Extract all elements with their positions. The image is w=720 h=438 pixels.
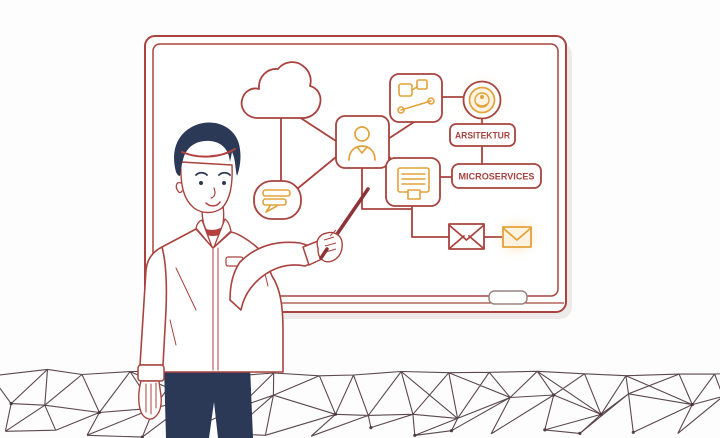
- collar-right: [213, 218, 232, 248]
- presenter-man: [137, 122, 325, 438]
- right-eye: [222, 181, 226, 185]
- marker-eraser: [488, 290, 528, 305]
- avatar-badge-icon: [462, 80, 502, 120]
- presenter-left-arm: [139, 246, 168, 366]
- collar-left: [195, 219, 213, 248]
- presenter-right-sleeve: [229, 241, 316, 311]
- workflow-icon: [397, 79, 435, 114]
- architecture-diagram: ARSITEKTUR MICROSERVICES: [240, 61, 542, 250]
- nose: [210, 187, 216, 199]
- floor-mesh-pattern: [0, 368, 720, 438]
- document-server-icon-box: [385, 157, 441, 207]
- chat-bubble-icon: [253, 180, 302, 220]
- left-hand: [138, 380, 162, 420]
- user-icon: [348, 126, 376, 161]
- envelope-highlighted-icon: [502, 225, 532, 249]
- right-hand: [316, 229, 343, 263]
- cloud-icon: [240, 61, 322, 119]
- left-cuff: [137, 364, 165, 382]
- face-features: [195, 171, 231, 207]
- ear: [175, 181, 183, 194]
- left-eye: [199, 181, 203, 185]
- hair-accent: [181, 148, 236, 158]
- user-icon-box: [335, 115, 390, 169]
- presenter-hair: [174, 122, 241, 176]
- workflow-icon-box: [389, 73, 443, 123]
- microservices-label: MICROSERVICES: [459, 172, 535, 182]
- microservices-box: MICROSERVICES: [451, 163, 542, 189]
- document-server-icon: [397, 167, 430, 200]
- mouth: [205, 201, 221, 207]
- presenter-pants: [164, 366, 253, 438]
- arsitektur-box: ARSITEKTUR: [449, 123, 516, 147]
- envelope-outline-icon: [448, 223, 485, 250]
- pointer-stick-group: [316, 187, 370, 263]
- stick-butt: [319, 247, 329, 260]
- arsitektur-label: ARSITEKTUR: [455, 131, 510, 141]
